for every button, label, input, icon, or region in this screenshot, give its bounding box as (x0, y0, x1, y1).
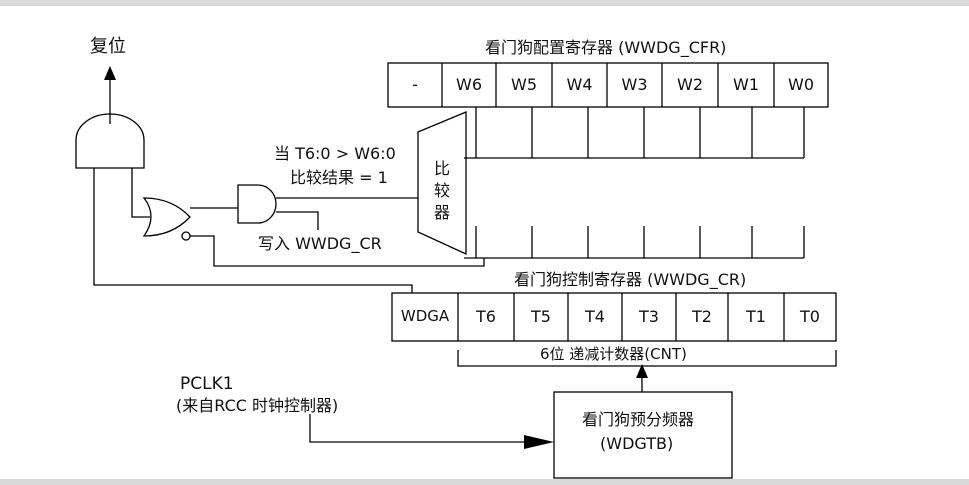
pclk-arrow-icon (524, 435, 554, 449)
cfr-bit-reserved: - (412, 75, 418, 94)
write-label: 写入 WWDG_CR (258, 234, 382, 253)
cr-bit-t4: T4 (585, 307, 605, 326)
cfr-bit-w4: W4 (566, 75, 593, 94)
reset-label: 复位 (90, 36, 126, 57)
or-gate-inverter (181, 231, 191, 241)
counter-arrow-icon (636, 364, 648, 378)
cr-bit-t0: T0 (800, 307, 820, 326)
cr-bit-t5: T5 (531, 307, 551, 326)
reset-and-gate (75, 113, 145, 169)
or-gate (142, 197, 191, 237)
cfr-bit-w2: W2 (677, 75, 703, 94)
comparator-char-3: 器 (433, 203, 450, 222)
comparator-char-1: 比 (433, 159, 450, 178)
cfr-bit-w3: W3 (621, 75, 648, 94)
cfr-bit-w1: W1 (733, 75, 759, 94)
comparator-shape (417, 111, 467, 256)
compare-and-gate (237, 184, 277, 224)
comparator-result: 比较结果 = 1 (290, 168, 388, 187)
cr-title: 看门狗控制寄存器 (WWDG_CR) (514, 270, 747, 289)
cfr-title: 看门狗配置寄存器 (WWDG_CFR) (485, 38, 727, 57)
cr-bit-wdga: WDGA (400, 307, 450, 325)
reset-arrow-icon (104, 66, 116, 80)
prescaler-box (553, 391, 733, 479)
prescaler-name: 看门狗预分频器 (582, 410, 695, 429)
cfr-bit-w0: W0 (788, 75, 814, 94)
pclk-name: PCLK1 (180, 374, 234, 394)
comparator-char-2: 较 (433, 181, 450, 200)
comparator-condition: 当 T6:0 > W6:0 (274, 144, 396, 163)
cr-bit-t6: T6 (476, 307, 496, 326)
cr-bit-t2: T2 (692, 307, 712, 326)
cr-register-box (391, 292, 837, 342)
counter-label: 6位 递减计数器(CNT) (540, 345, 687, 363)
pclk-source: (来自RCC 时钟控制器) (176, 396, 339, 415)
cr-bit-t1: T1 (746, 307, 766, 326)
cfr-bit-w5: W5 (511, 75, 537, 94)
cfr-register-box (387, 62, 829, 108)
cr-bit-t3: T3 (639, 307, 659, 326)
cfr-bit-w6: W6 (456, 75, 482, 94)
prescaler-code: (WDGTB) (600, 434, 674, 453)
